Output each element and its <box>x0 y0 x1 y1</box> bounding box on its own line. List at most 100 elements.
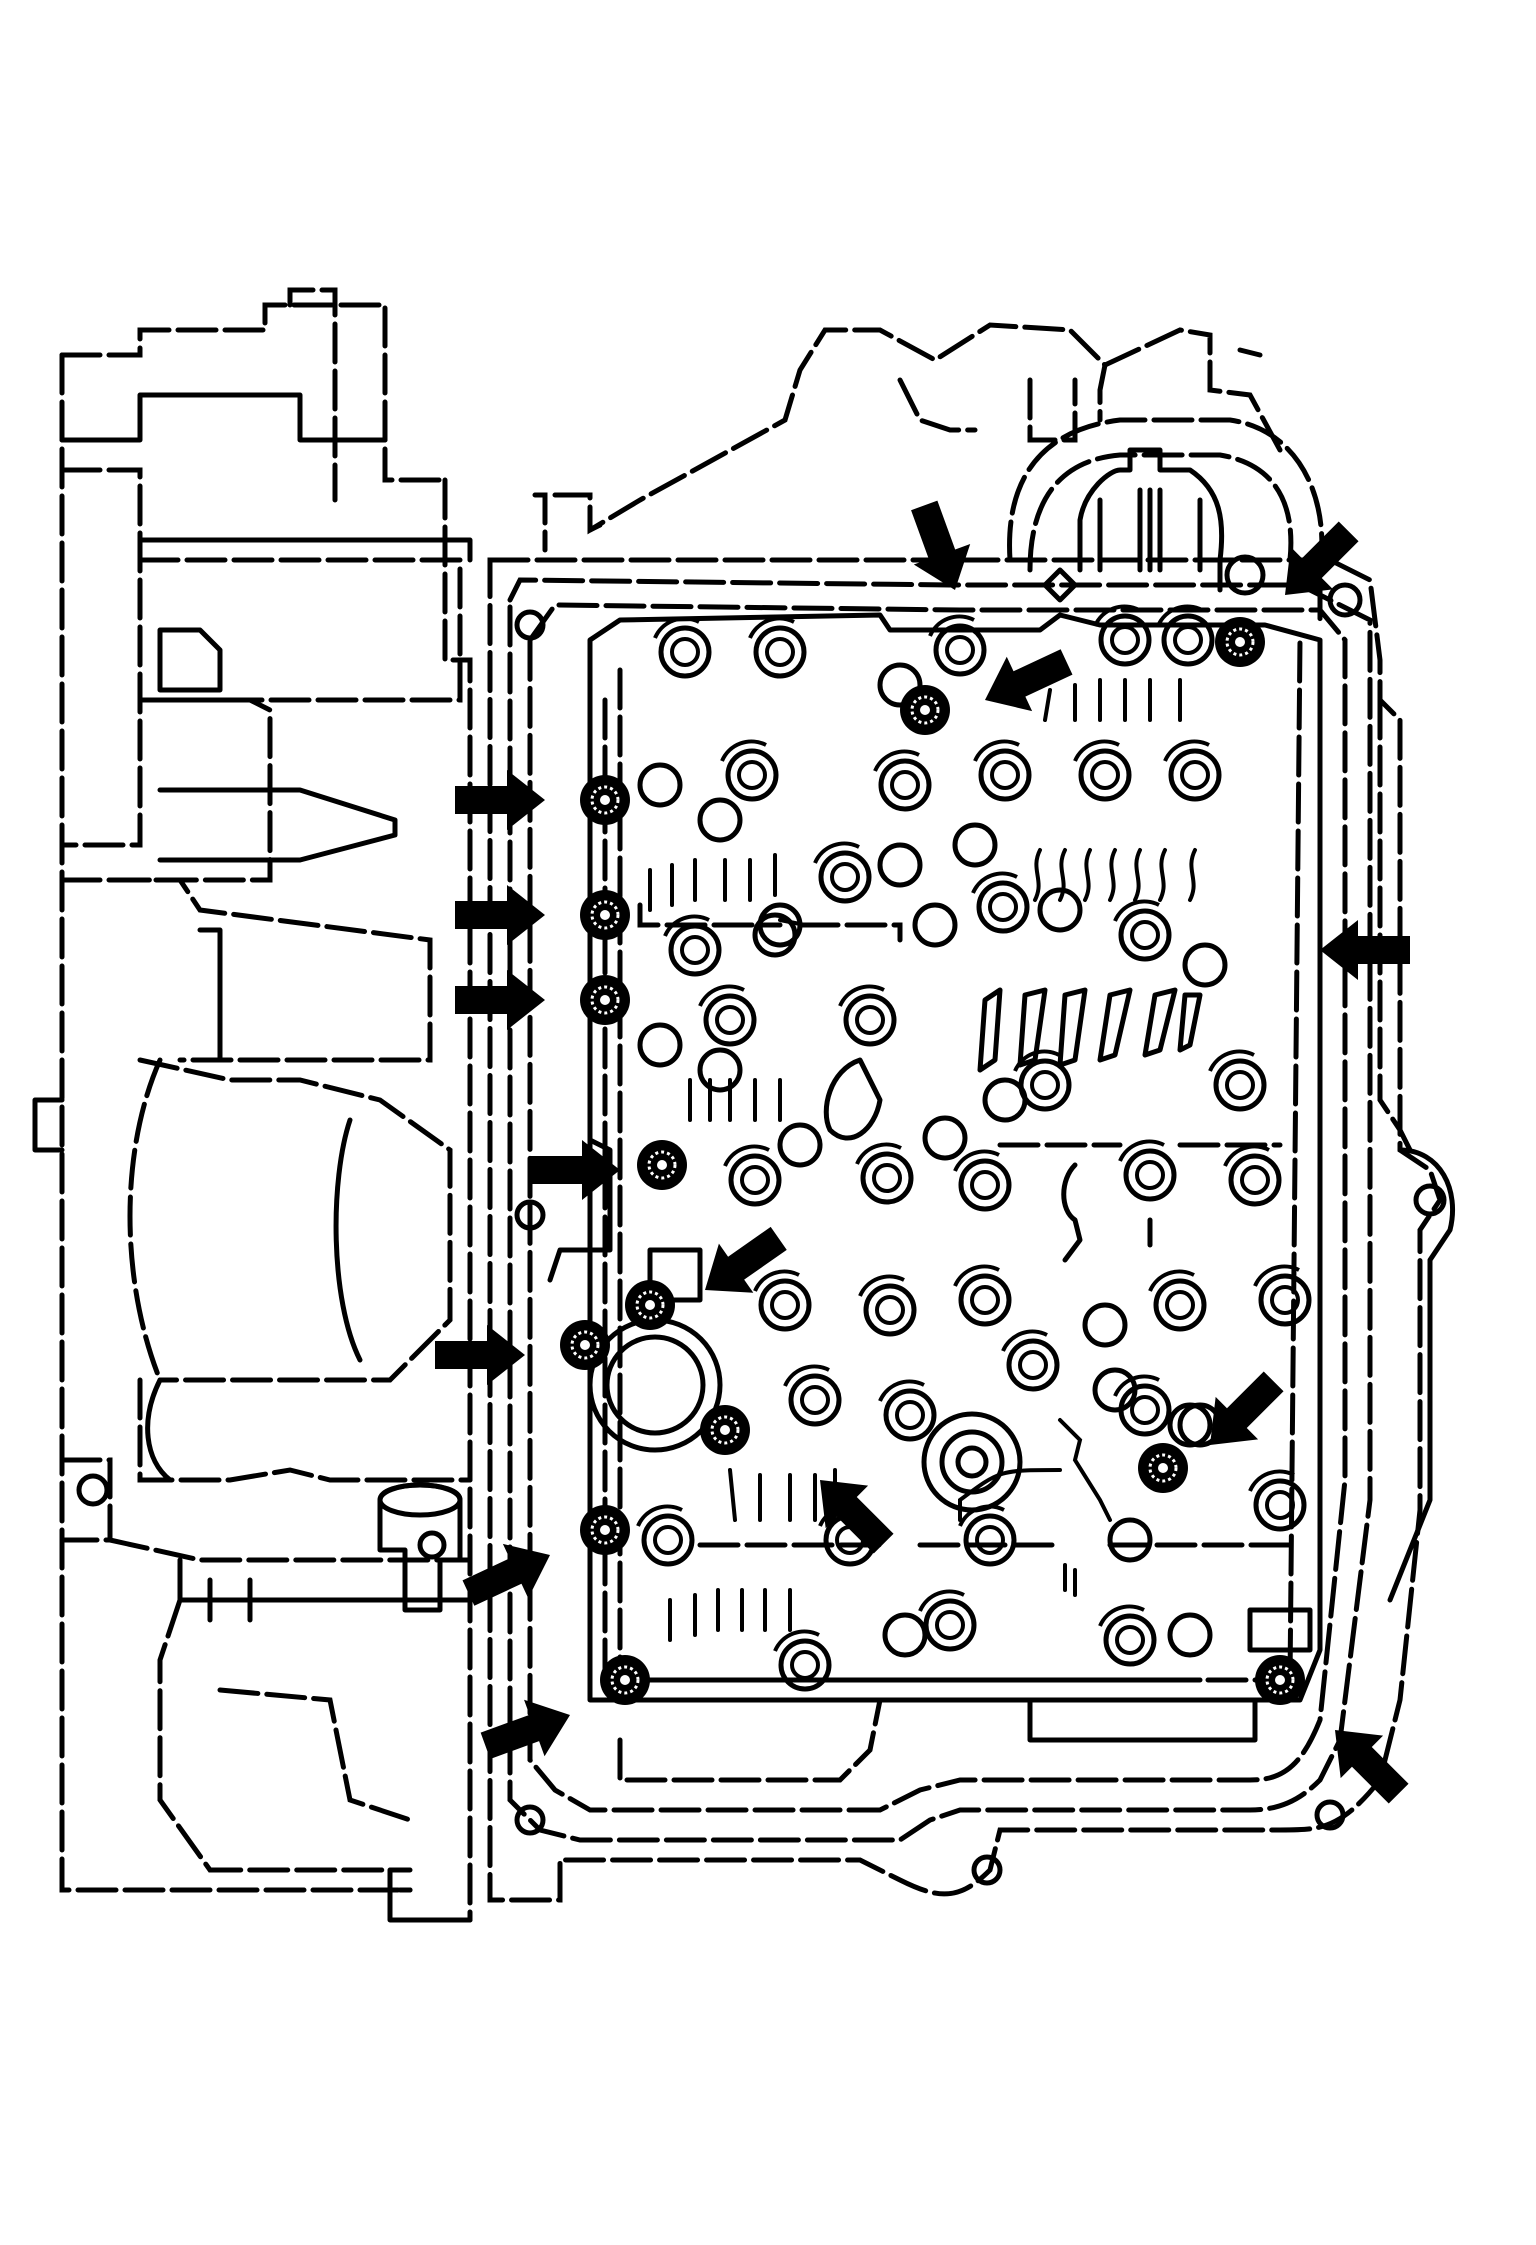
bore-arc <box>858 1274 905 1297</box>
valve-bore-inner <box>1225 1070 1255 1100</box>
valve-bore-inner <box>1173 625 1203 655</box>
bolt-icon <box>700 1405 750 1455</box>
bore-arc <box>1073 739 1120 762</box>
valve-bore <box>860 1151 914 1205</box>
valve-bore-inner <box>1270 1285 1300 1315</box>
bore-arc <box>720 739 767 762</box>
valve-bore <box>818 850 872 904</box>
plain-hole <box>877 842 923 888</box>
arrow-icon <box>705 1226 787 1293</box>
valve-bore <box>641 1513 695 1567</box>
valve-bore <box>923 1598 977 1652</box>
valve-bore-inner <box>855 1005 885 1035</box>
valve-bore <box>1118 1383 1172 1437</box>
valve-bore <box>725 748 779 802</box>
valve-bore <box>863 1283 917 1337</box>
valve-bore <box>1213 1058 1267 1112</box>
valve-bore-inner <box>800 1385 830 1415</box>
valve-bore <box>963 1513 1017 1567</box>
arrow-icon <box>1210 1371 1284 1445</box>
plain-hole <box>912 902 958 948</box>
plain-hole <box>877 662 923 708</box>
bore-arc <box>1093 604 1140 627</box>
valve-bore-inner <box>1115 1625 1145 1655</box>
valve-bore-inner <box>1240 1165 1270 1195</box>
valve-body-plate <box>487 557 1447 1903</box>
bore-arc <box>973 739 1020 762</box>
valve-bore-inner <box>1130 920 1160 950</box>
valve-bore-inner <box>975 1525 1005 1555</box>
bore-arc <box>1253 1264 1300 1287</box>
plain-hole <box>637 1022 683 1068</box>
valve-bore <box>728 1153 782 1207</box>
valve-bore <box>933 623 987 677</box>
bore-arc <box>958 1504 1005 1527</box>
valve-bore <box>1018 1058 1072 1112</box>
bore-arc <box>873 749 920 772</box>
bore-arc <box>1223 1144 1270 1167</box>
plain-hole <box>1082 1302 1128 1348</box>
valve-bore <box>878 758 932 812</box>
valve-bore-inner <box>1135 1160 1165 1190</box>
bolt-icon <box>1255 1655 1305 1705</box>
bore-arc <box>773 1629 820 1652</box>
valve-bore <box>1078 748 1132 802</box>
arrow-icon <box>1320 920 1410 980</box>
bore-arc <box>698 984 745 1007</box>
bore-arc <box>918 1589 965 1612</box>
bore-arc <box>1113 899 1160 922</box>
valve-bore-inner <box>1265 1490 1295 1520</box>
valve-bore-inner <box>890 770 920 800</box>
bolt-icon <box>580 975 630 1025</box>
bore-arc <box>953 1264 1000 1287</box>
valve-bore <box>703 993 757 1047</box>
arrow-icon <box>530 1140 620 1200</box>
plain-hole <box>952 822 998 868</box>
plain-hole <box>1182 942 1228 988</box>
bore-arc <box>928 614 975 637</box>
valve-bore <box>883 1388 937 1442</box>
bore-arc <box>953 1149 1000 1172</box>
bore-arc <box>1163 739 1210 762</box>
valve-bore <box>1098 613 1152 667</box>
bore-arc <box>1148 1269 1195 1292</box>
valve-bore <box>1118 908 1172 962</box>
bore-arc <box>971 871 1018 894</box>
arrow-icon <box>435 1325 525 1385</box>
valve-bore-inner <box>670 637 700 667</box>
bore-arc <box>1013 1049 1060 1072</box>
plain-hole <box>752 912 798 958</box>
valve-bore <box>753 625 807 679</box>
valve-bore-inner <box>790 1650 820 1680</box>
valve-bore <box>1103 1613 1157 1667</box>
valve-bore-inner <box>895 1400 925 1430</box>
valve-bore-inner <box>1180 760 1210 790</box>
bolt-icon <box>600 1655 650 1705</box>
bore-arc <box>855 1142 902 1165</box>
bolt-icon <box>580 775 630 825</box>
valve-bore-inner <box>830 862 860 892</box>
bore-arc <box>748 616 795 639</box>
valve-bore <box>788 1373 842 1427</box>
arrow-icon <box>985 649 1073 712</box>
spool-slots <box>648 678 1197 1642</box>
upper-housing <box>532 322 1325 623</box>
valve-bore <box>1006 1338 1060 1392</box>
valve-bore-inner <box>875 1295 905 1325</box>
arrow-icon <box>911 500 971 590</box>
bolt-icon <box>900 685 950 735</box>
valve-bore <box>658 625 712 679</box>
bolt-icon <box>1215 617 1265 667</box>
bore-arc <box>1001 1329 1048 1352</box>
bolt-icon <box>1138 1443 1188 1493</box>
valve-bore-inner <box>872 1163 902 1193</box>
valve-bore <box>978 748 1032 802</box>
valve-bore-inner <box>1110 625 1140 655</box>
plain-hole <box>922 1115 968 1161</box>
plain-hole <box>697 797 743 843</box>
transaxle-case <box>32 287 473 1923</box>
valve-bore-inner <box>1130 1395 1160 1425</box>
bore-arc <box>1156 604 1203 627</box>
valve-bore-inner <box>1030 1070 1060 1100</box>
